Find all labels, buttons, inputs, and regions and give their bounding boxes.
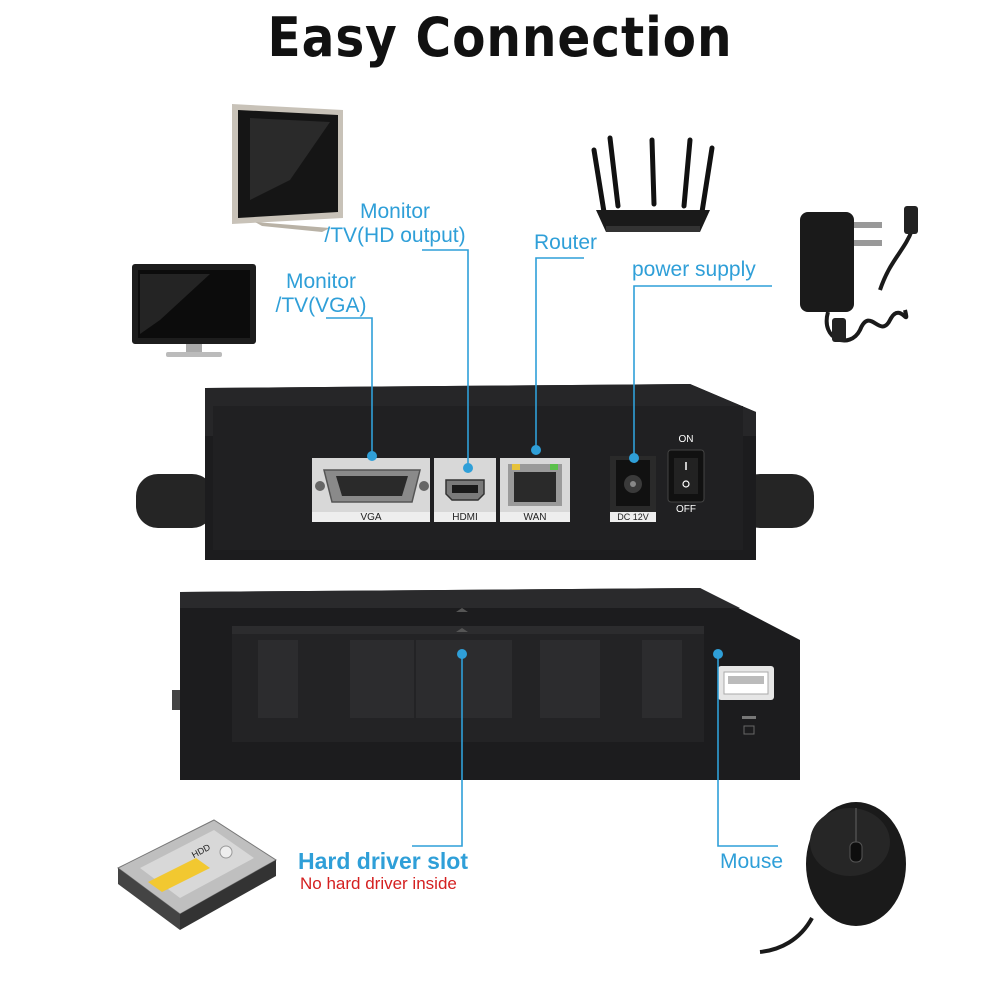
hard-drive-note: No hard driver inside <box>300 874 457 893</box>
page-title: Easy Connection <box>267 6 733 69</box>
mouse-label: Mouse <box>720 850 784 873</box>
monitor-vga-label-line1: Monitor <box>285 270 357 293</box>
mouse-image <box>759 802 906 954</box>
hard-drive-slot-label: Hard driver slot <box>298 848 468 874</box>
tv-image <box>232 104 343 232</box>
monitor-hd-label-line1: Monitor <box>359 200 431 223</box>
router-label: Router <box>534 231 598 254</box>
monitor-image <box>132 264 256 357</box>
power-supply-label: power supply <box>632 258 756 281</box>
router-image <box>591 135 715 232</box>
dc-port-label: DC 12V <box>617 512 649 522</box>
hdmi-port-label: HDMI <box>452 512 478 523</box>
switch-off-label: OFF <box>676 504 696 515</box>
leader-lines <box>326 249 778 847</box>
wan-port-label: WAN <box>523 512 547 523</box>
switch-on-label: ON <box>678 434 694 445</box>
power-adapter-image <box>800 206 918 343</box>
monitor-vga-label: Monitor /TV(VGA) <box>266 270 376 318</box>
monitor-vga-label-line2: /TV(VGA) <box>275 294 367 317</box>
nvr-rear-panel <box>136 384 814 560</box>
vga-port-label: VGA <box>360 512 382 523</box>
nvr-front-panel <box>172 588 800 780</box>
monitor-hd-label-line2: /TV(HD output) <box>324 224 466 247</box>
hard-drive-image <box>117 819 277 930</box>
monitor-hd-label: Monitor /TV(HD output) <box>320 200 470 248</box>
connection-points <box>367 445 723 659</box>
